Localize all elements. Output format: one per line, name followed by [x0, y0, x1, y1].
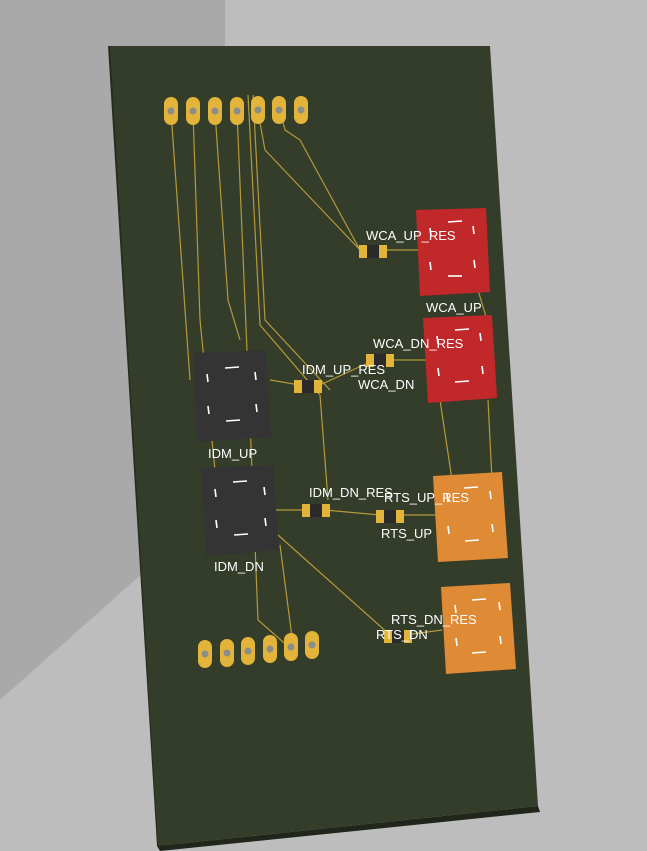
- label-wca-dn-res: WCA_DN_RES: [373, 336, 464, 351]
- label-rts-up: RTS_UP: [381, 526, 432, 541]
- header-pin: [284, 633, 298, 661]
- trace: [252, 94, 331, 391]
- trace: [439, 399, 453, 481]
- resistor-idm-up: [294, 380, 322, 393]
- resistor-rts-dn: [384, 630, 412, 643]
- label-wca-up: WCA_UP: [426, 300, 482, 315]
- header-pin: [294, 96, 308, 124]
- header-pin: [272, 96, 286, 124]
- led-idm-dn: [201, 465, 279, 556]
- board-bottom-edge: [157, 806, 540, 851]
- bottom-header: [198, 631, 319, 668]
- label-idm-up-res: IDM_UP_RES: [302, 362, 385, 377]
- header-pin: [164, 97, 178, 125]
- resistor-idm-dn: [302, 504, 330, 517]
- label-rts-dn-res: RTS_DN_RES: [391, 612, 477, 627]
- trace: [170, 111, 191, 381]
- header-pin: [241, 637, 255, 665]
- trace: [277, 534, 391, 636]
- trace: [319, 361, 371, 386]
- top-header: [164, 96, 308, 125]
- trace: [324, 509, 381, 516]
- label-idm-dn-res: IDM_DN_RES: [309, 485, 393, 500]
- trace: [247, 94, 329, 501]
- header-pin: [230, 97, 244, 125]
- resistor-wca-dn: [366, 354, 394, 367]
- header-pin: [198, 640, 212, 668]
- trace: [487, 399, 493, 481]
- header-pin: [186, 97, 200, 125]
- header-pin: [208, 97, 222, 125]
- led-wca-dn: [423, 315, 497, 403]
- trace: [279, 544, 294, 646]
- resistor-wca-up: [359, 245, 387, 258]
- label-wca-up-res: WCA_UP_RES: [366, 228, 456, 243]
- trace: [214, 111, 241, 341]
- led-rts-dn: [441, 583, 516, 674]
- header-pin: [263, 635, 277, 663]
- header-pin: [220, 639, 234, 667]
- label-idm-dn: IDM_DN: [214, 559, 264, 574]
- resistor-rts-up: [376, 510, 404, 523]
- led-idm-up: [193, 350, 271, 442]
- trace: [257, 111, 361, 251]
- header-pin: [305, 631, 319, 659]
- label-rts-up-res: RTS_UP_RES: [384, 490, 469, 505]
- header-pin: [251, 96, 265, 124]
- label-idm-up: IDM_UP: [208, 446, 257, 461]
- led-rts-up: [433, 472, 508, 562]
- label-wca-dn: WCA_DN: [358, 377, 414, 392]
- label-rts-dn: RTS_DN: [376, 627, 428, 642]
- led-wca-up: [416, 208, 490, 296]
